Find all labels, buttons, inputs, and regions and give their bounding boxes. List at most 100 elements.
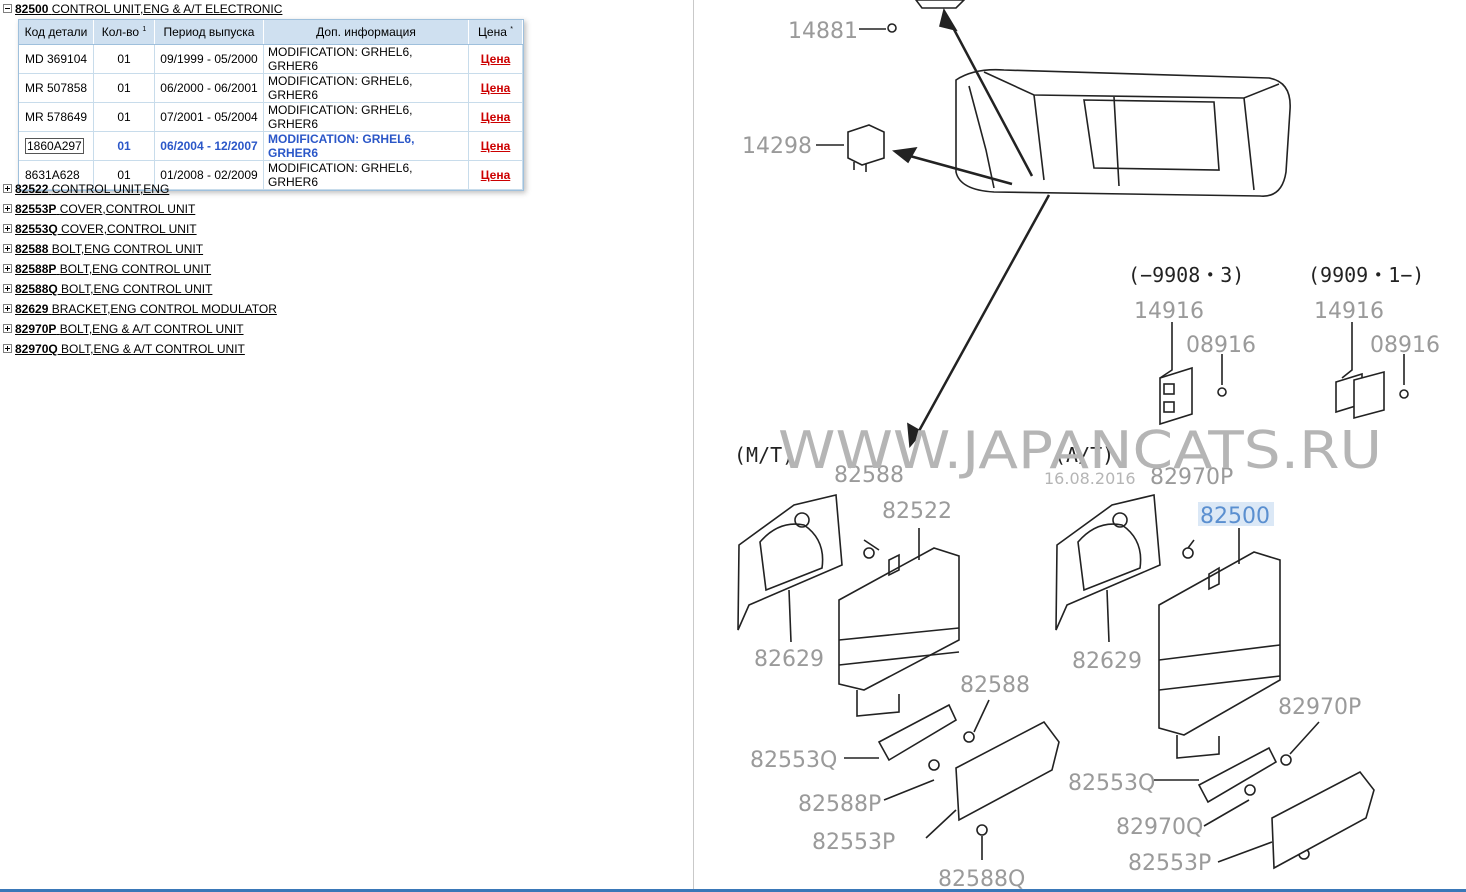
table-header-row: Код детали Кол-во 1 Период выпуска Доп. …	[19, 20, 523, 45]
tree-item[interactable]: 82588P BOLT,ENG CONTROL UNIT	[3, 261, 211, 277]
expand-icon[interactable]	[3, 184, 12, 194]
expand-icon[interactable]	[3, 324, 12, 334]
part-qty: 01	[93, 102, 155, 132]
diagram-header-at: (A/T)	[1054, 443, 1114, 467]
part-info: MODIFICATION: GRHEL6, GRHER6	[263, 131, 469, 161]
part-info: MODIFICATION: GRHEL6, GRHER6	[263, 102, 469, 132]
part-period: 06/2000 - 06/2001	[154, 73, 264, 103]
diagram-label-82553P[interactable]: 82553P	[1128, 851, 1211, 876]
tree-item-link[interactable]: 82553P COVER,CONTROL UNIT	[15, 202, 196, 216]
part-qty: 01	[93, 131, 155, 161]
expand-icon[interactable]	[3, 344, 12, 354]
part-info: MODIFICATION: GRHEL6, GRHER6	[263, 44, 469, 74]
part-code: MR 578649	[19, 102, 94, 132]
table-row[interactable]: 8631A628 01 01/2008 - 02/2009 MODIFICATI…	[19, 160, 523, 190]
part-qty: 01	[93, 160, 155, 190]
collapse-icon[interactable]	[3, 4, 12, 14]
diagram-header-early: (−9908・3)	[1128, 263, 1244, 287]
part-code: 8631A628	[19, 160, 94, 190]
price-link[interactable]: Цена	[480, 168, 511, 182]
tree-item-link[interactable]: 82970P BOLT,ENG & A/T CONTROL UNIT	[15, 322, 244, 336]
tree-item[interactable]: 82970P BOLT,ENG & A/T CONTROL UNIT	[3, 321, 244, 337]
tree-item-link[interactable]: 82553Q COVER,CONTROL UNIT	[15, 222, 197, 236]
part-qty: 01	[93, 73, 155, 103]
table-row[interactable]: MR 507858 01 06/2000 - 06/2001 MODIFICAT…	[19, 73, 523, 103]
pane-divider[interactable]	[693, 0, 694, 892]
diagram-label-82500[interactable]: 82500	[1200, 504, 1270, 529]
diagram-label-82588P[interactable]: 82588P	[798, 792, 881, 817]
tree-item-link[interactable]: 82629 BRACKET,ENG CONTROL MODULATOR	[15, 302, 277, 316]
diagram-label-82588[interactable]: 82588	[834, 463, 904, 488]
tree-item-link[interactable]: 82522 CONTROL UNIT,ENG	[15, 182, 170, 196]
table-row[interactable]: MD 369104 01 09/1999 - 05/2000 MODIFICAT…	[19, 44, 523, 74]
diagram-label-82522[interactable]: 82522	[882, 499, 952, 524]
part-info: MODIFICATION: GRHEL6, GRHER6	[263, 160, 469, 190]
diagram-label-82553Q[interactable]: 82553Q	[750, 748, 837, 773]
table-row[interactable]: MR 578649 01 07/2001 - 05/2004 MODIFICAT…	[19, 102, 523, 132]
part-info: MODIFICATION: GRHEL6, GRHER6	[263, 73, 469, 103]
bottom-bar	[0, 889, 1466, 892]
diagram-label-82970P[interactable]: 82970P	[1278, 695, 1361, 720]
tree-item[interactable]: 82588Q BOLT,ENG CONTROL UNIT	[3, 281, 212, 297]
diagram-label-highlight	[1198, 502, 1274, 526]
left-pane: 82500 CONTROL UNIT,ENG & A/T ELECTRONIC …	[0, 0, 693, 892]
tree-item[interactable]: 82629 BRACKET,ENG CONTROL MODULATOR	[3, 301, 277, 317]
diagram-label-08916[interactable]: 08916	[1186, 333, 1256, 358]
part-period: 07/2001 - 05/2004	[154, 102, 264, 132]
expand-icon[interactable]	[3, 304, 12, 314]
part-period: 01/2008 - 02/2009	[154, 160, 264, 190]
tree-item[interactable]: 82588 BOLT,ENG CONTROL UNIT	[3, 241, 203, 257]
diagram-label-82629[interactable]: 82629	[754, 647, 824, 672]
parts-diagram: 14881 14298 (−9908・3) (9909・1−) 14916 08…	[734, 0, 1440, 889]
tree-item[interactable]: 82553Q COVER,CONTROL UNIT	[3, 221, 197, 237]
diagram-label-82629[interactable]: 82629	[1072, 649, 1142, 674]
col-header-code: Код детали	[19, 20, 94, 45]
diagram-label-82970Q[interactable]: 82970Q	[1116, 815, 1203, 840]
diagram-header-late: (9909・1−)	[1308, 263, 1424, 287]
price-link[interactable]: Цена	[480, 81, 511, 95]
col-header-period: Период выпуска	[154, 20, 264, 45]
tree-item-link[interactable]: 82588 BOLT,ENG CONTROL UNIT	[15, 242, 204, 256]
parts-table: Код детали Кол-во 1 Период выпуска Доп. …	[19, 20, 523, 190]
col-header-qty: Кол-во 1	[93, 20, 155, 45]
col-header-price: Цена *	[468, 20, 523, 45]
expand-icon[interactable]	[3, 284, 12, 294]
expand-icon[interactable]	[3, 204, 12, 214]
tree-item[interactable]: 82522 CONTROL UNIT,ENG	[3, 181, 169, 197]
diagram-label-82588Q[interactable]: 82588Q	[938, 867, 1025, 889]
diagram-label-14881[interactable]: 14881	[788, 19, 858, 44]
expand-icon[interactable]	[3, 224, 12, 234]
col-header-info: Доп. информация	[263, 20, 469, 45]
watermark-date: 16.08.2016	[1044, 469, 1136, 488]
tree-item-link[interactable]: 82588Q BOLT,ENG CONTROL UNIT	[15, 282, 213, 296]
expand-icon[interactable]	[3, 264, 12, 274]
part-code: MD 369104	[19, 44, 94, 74]
expand-icon[interactable]	[3, 244, 12, 254]
tree-item[interactable]: 82553P COVER,CONTROL UNIT	[3, 201, 195, 217]
tree-item[interactable]: 82970Q BOLT,ENG & A/T CONTROL UNIT	[3, 341, 245, 357]
diagram-label-08916[interactable]: 08916	[1370, 333, 1440, 358]
watermark: WWW.JAPANCATS.RU	[778, 421, 1382, 481]
price-link[interactable]: Цена	[480, 52, 511, 66]
price-link[interactable]: Цена	[480, 139, 511, 153]
diagram-label-82588[interactable]: 82588	[960, 673, 1030, 698]
tree-item-link[interactable]: 82588P BOLT,ENG CONTROL UNIT	[15, 262, 212, 276]
parts-table-panel: Код детали Кол-во 1 Период выпуска Доп. …	[18, 19, 524, 191]
price-link[interactable]: Цена	[480, 110, 511, 124]
diagram-label-14916[interactable]: 14916	[1134, 299, 1204, 324]
table-row-selected[interactable]: 1860A297 01 06/2004 - 12/2007 MODIFICATI…	[19, 131, 523, 161]
diagram-header-mt: (M/T)	[734, 443, 794, 467]
part-code: 1860A297	[19, 131, 94, 161]
diagram-label-82553Q[interactable]: 82553Q	[1068, 771, 1155, 796]
diagram-label-14298[interactable]: 14298	[742, 134, 812, 159]
part-period: 06/2004 - 12/2007	[154, 131, 264, 161]
tree-item-link[interactable]: 82970Q BOLT,ENG & A/T CONTROL UNIT	[15, 342, 245, 356]
part-period: 09/1999 - 05/2000	[154, 44, 264, 74]
diagram-label-82970P[interactable]: 82970P	[1150, 465, 1233, 490]
part-code: MR 507858	[19, 73, 94, 103]
tree-root-link[interactable]: 82500 CONTROL UNIT,ENG & A/T ELECTRONIC	[15, 2, 283, 16]
part-qty: 01	[93, 44, 155, 74]
diagram-label-82553P[interactable]: 82553P	[812, 830, 895, 855]
tree-root[interactable]: 82500 CONTROL UNIT,ENG & A/T ELECTRONIC	[3, 1, 282, 17]
diagram-label-14916[interactable]: 14916	[1314, 299, 1384, 324]
